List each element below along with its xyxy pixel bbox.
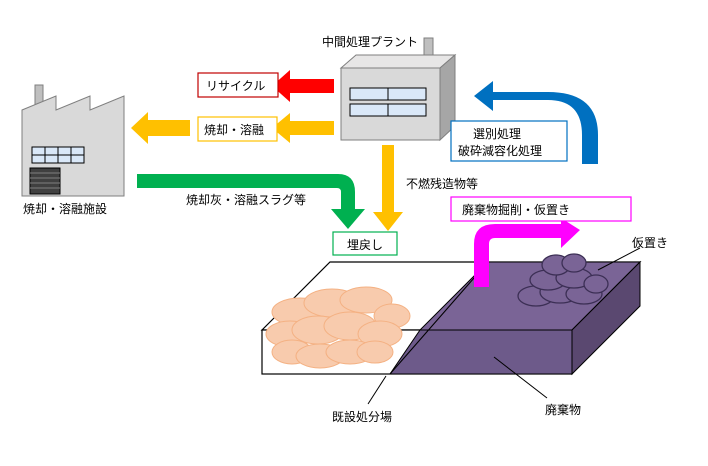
factory-icon — [21, 84, 125, 197]
facility-label: 焼却・溶融施設 — [23, 201, 107, 216]
incineration-label: 焼却・溶融 — [204, 122, 264, 137]
incineration-box — [197, 116, 278, 142]
waste-label: 廃棄物 — [545, 402, 581, 417]
sorting-label-1: 選別処理 — [473, 127, 521, 141]
waste-pile-icon — [517, 253, 609, 307]
ash-arrow — [137, 174, 365, 229]
backfill-label: 埋戻し — [347, 238, 383, 252]
factory-icon — [339, 37, 457, 142]
noncombustible-label: 不燃残造物等 — [406, 176, 478, 191]
backfill-box — [332, 231, 398, 256]
recycle-arrow — [272, 70, 334, 102]
noncombustible-arrow — [373, 145, 403, 231]
landfill-leader — [367, 375, 387, 405]
incineration-arrow-left — [131, 112, 190, 144]
sorting-arrow — [474, 81, 598, 164]
existing-waste-mound-icon — [265, 286, 411, 369]
temporary-label: 仮置き — [632, 236, 668, 250]
temporary-leader — [597, 247, 641, 271]
incineration-arrow-right — [272, 113, 334, 143]
sorting-label-2: 破砕減容化処理 — [458, 143, 542, 158]
excavation-arrow — [474, 218, 580, 287]
recycle-box — [197, 72, 279, 98]
plant-label: 中間処理プラント — [322, 34, 418, 49]
sorting-box — [450, 120, 568, 162]
excavation-box — [450, 196, 632, 222]
recycle-label: リサイクル — [206, 79, 265, 93]
ash-label: 焼却灰・溶融スラグ等 — [186, 192, 306, 207]
waste-leader — [493, 356, 548, 399]
excavation-label: 廃棄物掘削・仮置き — [462, 202, 570, 217]
landfill-label: 既設処分場 — [332, 409, 392, 424]
